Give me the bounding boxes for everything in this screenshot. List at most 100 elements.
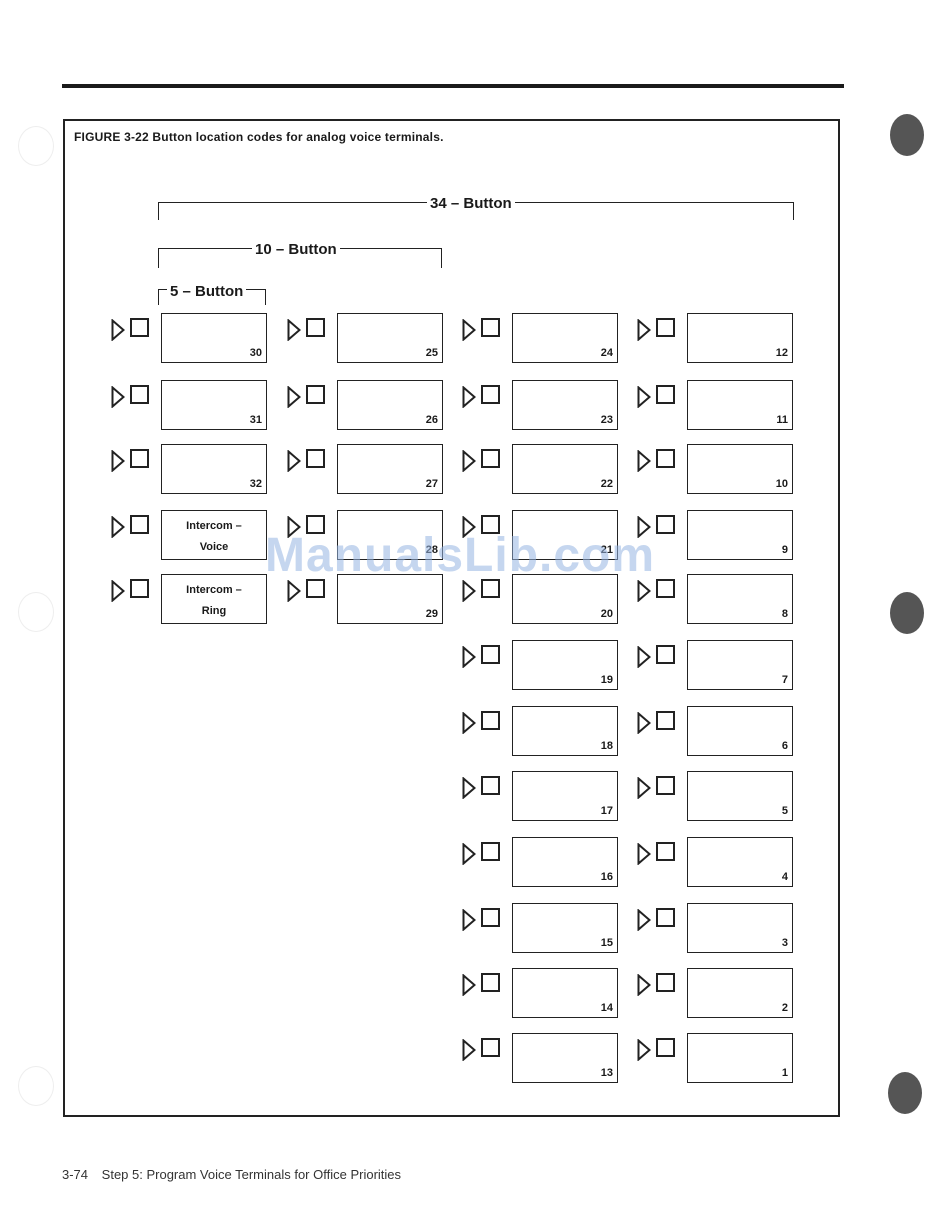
button-location-code: 14	[601, 1002, 613, 1014]
status-lamp-triangle-icon	[111, 319, 125, 341]
status-lamp-square-icon	[481, 385, 500, 404]
button-location-code: 27	[426, 478, 438, 490]
status-lamp-triangle-icon	[111, 450, 125, 472]
status-lamp-triangle-icon	[637, 843, 651, 865]
status-lamp-triangle-icon	[462, 712, 476, 734]
status-lamp-triangle-icon	[637, 646, 651, 668]
status-lamp-triangle-icon	[462, 646, 476, 668]
watermark: ManualsLib.com	[265, 528, 655, 583]
button-label-box: 30	[161, 313, 267, 363]
status-lamp-triangle-icon	[637, 580, 651, 602]
status-lamp-square-icon	[481, 1038, 500, 1057]
status-lamp-triangle-icon	[637, 450, 651, 472]
button-location-code: 23	[601, 414, 613, 426]
button-location-code: 13	[601, 1067, 613, 1079]
button-location-code: 6	[782, 740, 788, 752]
button-label-box: 10	[687, 444, 793, 494]
status-lamp-square-icon	[656, 645, 675, 664]
button-label-box: 3	[687, 903, 793, 953]
status-lamp-triangle-icon	[462, 319, 476, 341]
button-label-box: 32	[161, 444, 267, 494]
status-lamp-triangle-icon	[462, 1039, 476, 1061]
page-number: 3-74	[62, 1167, 88, 1182]
status-lamp-square-icon	[130, 449, 149, 468]
button-label-box: 19	[512, 640, 618, 690]
status-lamp-triangle-icon	[111, 580, 125, 602]
button-location-code: 19	[601, 674, 613, 686]
binder-hole-shadow	[18, 126, 54, 166]
button-label-box: 18	[512, 706, 618, 756]
button-label-box: 26	[337, 380, 443, 430]
status-lamp-square-icon	[656, 385, 675, 404]
button-label-box: 11	[687, 380, 793, 430]
status-lamp-square-icon	[656, 1038, 675, 1057]
status-lamp-square-icon	[656, 449, 675, 468]
button-label-box: 4	[687, 837, 793, 887]
button-label-box: 24	[512, 313, 618, 363]
status-lamp-square-icon	[656, 515, 675, 534]
status-lamp-square-icon	[656, 579, 675, 598]
status-lamp-square-icon	[656, 711, 675, 730]
status-lamp-triangle-icon	[287, 580, 301, 602]
status-lamp-square-icon	[306, 318, 325, 337]
button-label-box: 1	[687, 1033, 793, 1083]
top-rule	[62, 84, 844, 88]
status-lamp-triangle-icon	[462, 386, 476, 408]
status-lamp-triangle-icon	[637, 319, 651, 341]
bracket-34-label: 34 – Button	[427, 196, 515, 212]
status-lamp-square-icon	[481, 318, 500, 337]
button-label-box: 15	[512, 903, 618, 953]
button-label-box: 8	[687, 574, 793, 624]
status-lamp-triangle-icon	[637, 1039, 651, 1061]
button-label-box: 12	[687, 313, 793, 363]
binder-hole	[890, 592, 924, 634]
button-label-box: 14	[512, 968, 618, 1018]
status-lamp-square-icon	[481, 908, 500, 927]
button-label-box: 17	[512, 771, 618, 821]
status-lamp-square-icon	[656, 908, 675, 927]
status-lamp-square-icon	[130, 579, 149, 598]
status-lamp-square-icon	[306, 385, 325, 404]
figure-caption: FIGURE 3-22 Button location codes for an…	[74, 130, 444, 144]
button-label-box: 5	[687, 771, 793, 821]
bracket-10-label: 10 – Button	[252, 242, 340, 258]
button-location-code: 10	[776, 478, 788, 490]
button-location-code: 29	[426, 608, 438, 620]
page-footer: 3-74 Step 5: Program Voice Terminals for…	[62, 1167, 401, 1182]
button-location-code: 11	[776, 414, 788, 426]
button-location-code: 15	[601, 937, 613, 949]
binder-hole-shadow	[18, 592, 54, 632]
status-lamp-square-icon	[481, 645, 500, 664]
button-label-line2: Ring	[162, 600, 266, 622]
button-location-code: 17	[601, 805, 613, 817]
status-lamp-square-icon	[656, 842, 675, 861]
button-label-box: 2	[687, 968, 793, 1018]
status-lamp-triangle-icon	[637, 712, 651, 734]
status-lamp-triangle-icon	[637, 777, 651, 799]
status-lamp-square-icon	[481, 776, 500, 795]
button-label-box: 22	[512, 444, 618, 494]
button-location-code: 22	[601, 478, 613, 490]
button-location-code: 16	[601, 871, 613, 883]
status-lamp-square-icon	[130, 515, 149, 534]
status-lamp-square-icon	[481, 711, 500, 730]
button-location-code: 9	[782, 544, 788, 556]
button-label-line1: Intercom –	[162, 515, 266, 537]
status-lamp-triangle-icon	[462, 777, 476, 799]
button-location-code: 3	[782, 937, 788, 949]
status-lamp-square-icon	[130, 318, 149, 337]
status-lamp-triangle-icon	[462, 450, 476, 472]
button-label-box: 7	[687, 640, 793, 690]
button-label-box: 13	[512, 1033, 618, 1083]
button-location-code: 31	[250, 414, 262, 426]
button-location-code: 7	[782, 674, 788, 686]
status-lamp-triangle-icon	[462, 580, 476, 602]
status-lamp-triangle-icon	[462, 843, 476, 865]
binder-hole	[890, 114, 924, 156]
button-location-code: 1	[782, 1067, 788, 1079]
status-lamp-triangle-icon	[287, 450, 301, 472]
bracket-5-label: 5 – Button	[167, 284, 246, 300]
status-lamp-triangle-icon	[637, 386, 651, 408]
status-lamp-square-icon	[656, 776, 675, 795]
status-lamp-triangle-icon	[462, 909, 476, 931]
